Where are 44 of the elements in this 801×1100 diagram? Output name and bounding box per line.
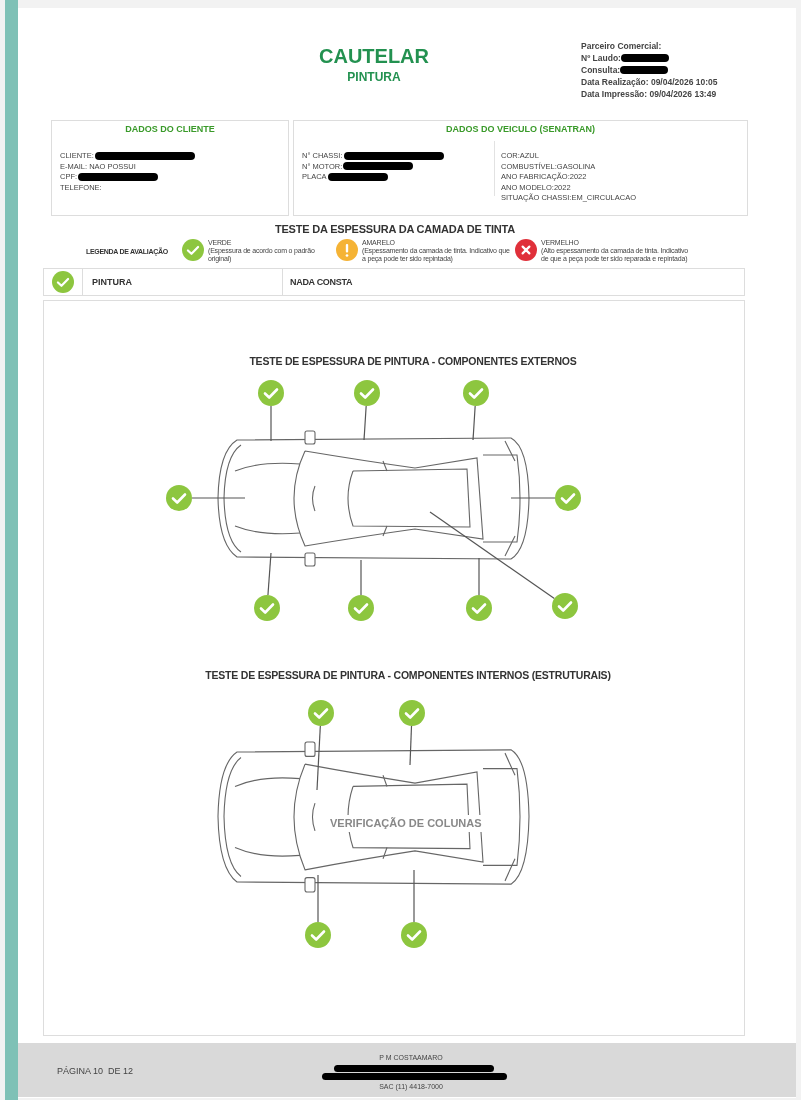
- leader-line: [510, 497, 556, 499]
- overlay-label: VERIFICAÇÃO DE COLUNAS: [328, 815, 484, 832]
- panel-heading: DADOS DO CLIENTE: [124, 123, 216, 136]
- info-panel: [51, 120, 289, 216]
- section-heading: TESTE DE ESPESSURA DE PINTURA - COMPONENTES INTERNOS (ESTRUTURAIS): [204, 668, 612, 683]
- check-icon: [466, 595, 492, 621]
- title: CAUTELAR: [318, 46, 430, 66]
- leader-line: [478, 557, 480, 596]
- info-text: Consulta:: [581, 64, 621, 76]
- check-icon: [166, 485, 192, 511]
- check-icon: [348, 595, 374, 621]
- info-text: Nº Laudo:: [581, 52, 621, 64]
- leader-line: [316, 725, 321, 791]
- table-cell-text: NADA CONSTA: [290, 276, 353, 289]
- leader-line: [413, 869, 415, 923]
- info-text: Data Realização: 09/04/2026 10:05: [581, 76, 718, 88]
- info-panel: [293, 120, 748, 216]
- leader-line: [191, 497, 246, 499]
- check-icon: [399, 700, 425, 726]
- leader-line: [317, 874, 319, 923]
- check-icon: [305, 922, 331, 948]
- check-icon: [401, 922, 427, 948]
- leader-line: [267, 552, 272, 596]
- section-heading: TESTE DE ESPESSURA DE PINTURA - COMPONENTES EXTERNOS: [248, 354, 578, 369]
- table-cell-text: PINTURA: [92, 276, 132, 289]
- info-text: Data Impressão: 09/04/2026 13:49: [581, 88, 717, 100]
- check-icon: [254, 595, 280, 621]
- leader-line: [429, 511, 555, 600]
- leader-line: [472, 405, 476, 441]
- check-icon: [463, 380, 489, 406]
- info-text: Parceiro Comercial:: [581, 40, 662, 52]
- subtitle: PINTURA: [346, 71, 402, 83]
- check-icon: [552, 593, 578, 619]
- leader-line: [363, 405, 367, 441]
- check-icon: [354, 380, 380, 406]
- page-number: PÁGINA 10 DE 12: [57, 1065, 134, 1078]
- check-icon: [555, 485, 581, 511]
- section-heading: TESTE DA ESPESSURA DA CAMADA DE TINTA: [273, 222, 517, 237]
- leader-line: [360, 559, 362, 596]
- check-icon: [308, 700, 334, 726]
- leader-line: [409, 725, 413, 766]
- check-icon: [258, 380, 284, 406]
- panel-heading: DADOS DO VEICULO (SENATRAN): [445, 123, 596, 136]
- leader-line: [270, 405, 272, 442]
